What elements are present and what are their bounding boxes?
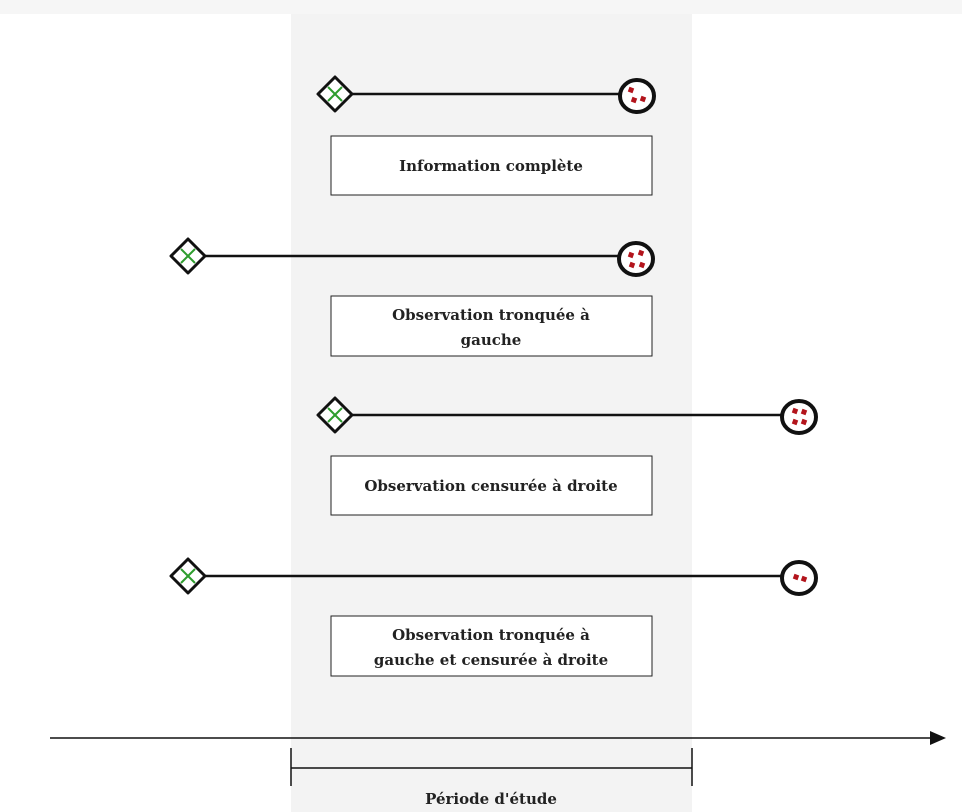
circle-with-dots-icon — [617, 241, 655, 277]
circle-shape — [780, 560, 818, 596]
label-line: Information complète — [399, 157, 583, 175]
dot-mark — [639, 95, 647, 103]
label-box — [330, 455, 653, 516]
top-shadow — [0, 0, 962, 14]
arrowhead-icon — [930, 731, 946, 745]
study-period-label: Période d'étude — [425, 790, 557, 808]
dot-mark — [638, 261, 646, 269]
diamond-with-cross-icon — [316, 396, 354, 434]
observation-left-truncated: Observation tronquée à gauche — [169, 237, 655, 357]
label-line: Observation censurée à droite — [364, 477, 617, 495]
study-period-bracket: Période d'étude — [290, 748, 693, 808]
dot-mark — [627, 86, 635, 94]
diamond-with-cross-icon — [169, 557, 207, 595]
label-box — [330, 135, 653, 196]
dot-mark — [628, 261, 636, 269]
observation-right-censored: Observation censurée à droite — [316, 396, 818, 516]
label-line: gauche et censurée à droite — [374, 651, 608, 669]
observation-complete: Information complète — [316, 75, 656, 196]
label-box — [330, 615, 653, 677]
dot-mark — [791, 418, 799, 426]
dot-mark — [630, 96, 638, 104]
dot-mark — [800, 418, 808, 426]
dot-mark — [791, 407, 799, 415]
dot-mark — [637, 249, 645, 257]
label-line: gauche — [461, 331, 522, 349]
circle-with-dots-icon — [618, 78, 656, 114]
observation-left-truncated-right-censored: Observation tronquée à gauche et censuré… — [169, 557, 818, 677]
cross-stroke — [180, 248, 196, 264]
circle-shape — [617, 241, 655, 277]
circle-with-dots-icon — [780, 560, 818, 596]
circle-shape — [618, 78, 656, 114]
label-line: Observation tronquée à — [392, 626, 590, 644]
label-box — [330, 295, 653, 357]
dot-mark — [800, 408, 808, 416]
diamond-with-cross-icon — [169, 237, 207, 275]
dot-mark — [800, 575, 808, 583]
cross-stroke — [327, 86, 343, 102]
circle-with-dots-icon — [780, 399, 818, 435]
time-axis — [50, 731, 946, 745]
diamond-with-cross-icon — [316, 75, 354, 113]
circle-shape — [780, 399, 818, 435]
label-line: Observation tronquée à — [392, 306, 590, 324]
dot-mark — [792, 573, 800, 581]
cross-stroke — [327, 407, 343, 423]
dot-mark — [627, 251, 635, 259]
cross-stroke — [180, 568, 196, 584]
